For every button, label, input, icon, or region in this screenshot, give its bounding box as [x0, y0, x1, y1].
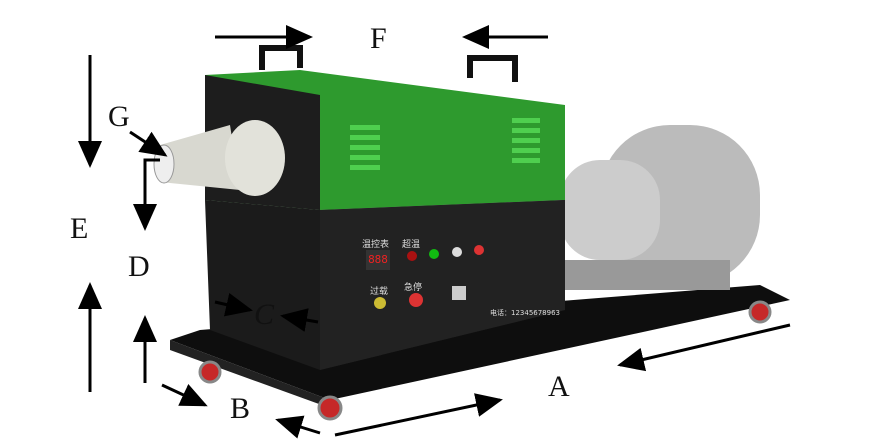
phone-label: 电话：12345678963	[490, 309, 560, 317]
handle	[259, 45, 303, 70]
dimension-label-d: D	[128, 250, 150, 283]
blower-motor	[560, 125, 760, 290]
base-platform	[170, 285, 790, 400]
dimension-arrows	[78, 25, 791, 439]
caster-wheels	[198, 300, 772, 421]
emergency-stop-label: 急停	[404, 283, 423, 293]
over-temp-label: 超温	[402, 240, 421, 250]
dimension-label-c: C	[254, 298, 275, 331]
dimension-label-a: A	[548, 370, 570, 403]
handle	[467, 55, 518, 82]
temp-controller-label: 温控表	[362, 240, 390, 250]
dimension-label-g: G	[108, 100, 130, 133]
dimension-label-e: E	[70, 212, 89, 245]
temperature-display: 888	[366, 250, 390, 270]
dimension-label-b: B	[230, 392, 251, 425]
overload-label: 过载	[370, 287, 389, 297]
air-outlet-nozzle	[160, 125, 240, 190]
dimension-label-f: F	[370, 22, 387, 55]
